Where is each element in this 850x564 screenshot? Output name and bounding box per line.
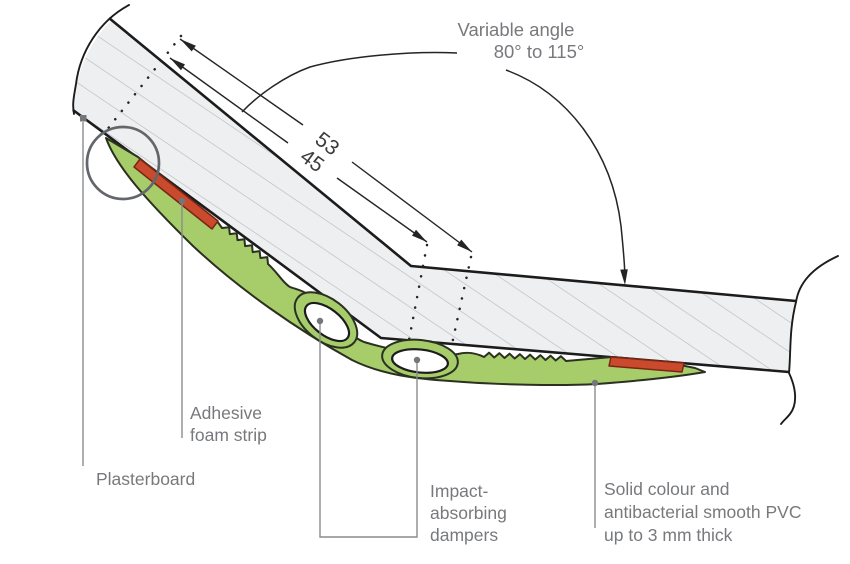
variable-angle-label-line2: 80° to 115° — [494, 41, 585, 62]
adhesive-label-line2: foam strip — [190, 425, 267, 445]
adhesive-foam-strip-lower — [608, 356, 685, 373]
dampers-label-line2: absorbing — [430, 503, 507, 523]
pvc-label-line1: Solid colour and — [604, 479, 730, 499]
variable-angle-arc-left — [241, 51, 458, 113]
break-line-left — [72, 4, 130, 115]
dimension-line-53 — [179, 38, 473, 253]
impact-damper-1 — [303, 301, 351, 343]
detail-highlight-circle — [85, 125, 161, 201]
arrowhead-angle-icon — [620, 269, 628, 285]
damper-2-marker — [413, 356, 421, 364]
arrowhead-53-right-icon — [457, 239, 472, 252]
callouts: Plasterboard Adhesive foam strip Impact-… — [80, 115, 801, 545]
plasterboard-label: Plasterboard — [96, 469, 195, 489]
dampers-leader-bracket — [319, 324, 418, 538]
dampers-label-line3: dampers — [430, 525, 498, 545]
dimension-line-45 — [169, 57, 428, 243]
break-line-right — [780, 255, 839, 425]
dampers-label-line1: Impact- — [430, 481, 489, 501]
adhesive-marker — [178, 197, 186, 205]
arrowhead-45-left-icon — [170, 58, 185, 71]
pvc-corner-profile — [105, 137, 706, 386]
pvc-label-line2: antibacterial smooth PVC — [604, 502, 801, 522]
pvc-marker — [591, 379, 599, 387]
arrowhead-45-right-icon — [412, 229, 427, 242]
adhesive-label-line1: Adhesive — [190, 403, 262, 423]
plasterboard-hatch-fill — [73, 20, 796, 372]
plasterboard-marker — [80, 115, 87, 122]
arrowhead-53-left-icon — [180, 39, 196, 52]
adhesive-foam-strip-upper — [133, 158, 219, 230]
extension-line-left — [104, 34, 183, 133]
dimension-annotations: 53 45 Variable angle 80° to 115° — [104, 19, 628, 346]
wall-top-edge — [108, 16, 797, 303]
pvc-label-line3: up to 3 mm thick — [604, 525, 733, 545]
variable-angle-arc-right — [505, 69, 626, 273]
damper-1-marker — [316, 317, 324, 325]
variable-angle-label-line1: Variable angle — [458, 19, 575, 40]
extension-line-right-outer — [450, 255, 473, 346]
